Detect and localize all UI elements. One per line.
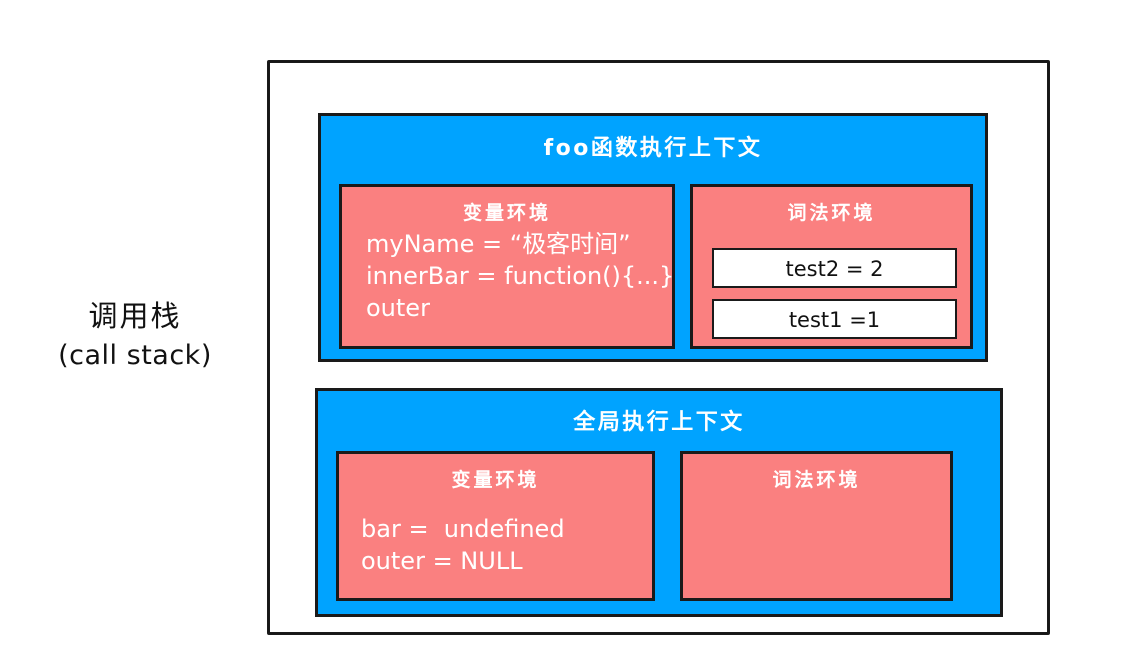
foo-lexical-environment: 词法环境 test2 = 2 test1 =1 bbox=[690, 184, 973, 349]
foo-lexical-slot: test2 = 2 bbox=[712, 248, 957, 288]
call-stack-label-cjk: 调用栈 bbox=[88, 299, 182, 333]
global-variable-environment-entries: bar = undefined outer = NULL bbox=[361, 515, 565, 575]
call-stack-label: 调用栈 (call stack) bbox=[20, 296, 250, 376]
global-lexical-environment-title: 词法环境 bbox=[772, 469, 861, 491]
foo-variable-environment-title: 变量环境 bbox=[462, 202, 551, 224]
execution-context-global: 全局执行上下文 变量环境 bar = undefined outer = NUL… bbox=[315, 388, 1003, 617]
global-variable-environment: 变量环境 bar = undefined outer = NULL bbox=[336, 451, 655, 601]
call-stack-label-latin: (call stack) bbox=[58, 340, 212, 372]
global-variable-environment-title: 变量环境 bbox=[451, 469, 540, 491]
foo-lexical-environment-title: 词法环境 bbox=[787, 202, 876, 224]
global-lexical-environment: 词法环境 bbox=[680, 451, 953, 601]
foo-lexical-slot: test1 =1 bbox=[712, 299, 957, 339]
foo-variable-environment: 变量环境 myName = “极客时间” innerBar = function… bbox=[339, 184, 675, 349]
foo-variable-environment-entries: myName = “极客时间” innerBar = function(){..… bbox=[366, 230, 675, 322]
execution-context-foo: foo函数执行上下文 变量环境 myName = “极客时间” innerBar… bbox=[318, 113, 988, 362]
call-stack-frame: foo函数执行上下文 变量环境 myName = “极客时间” innerBar… bbox=[267, 60, 1050, 635]
execution-context-global-title: 全局执行上下文 bbox=[573, 410, 745, 435]
execution-context-foo-title: foo函数执行上下文 bbox=[543, 136, 763, 161]
